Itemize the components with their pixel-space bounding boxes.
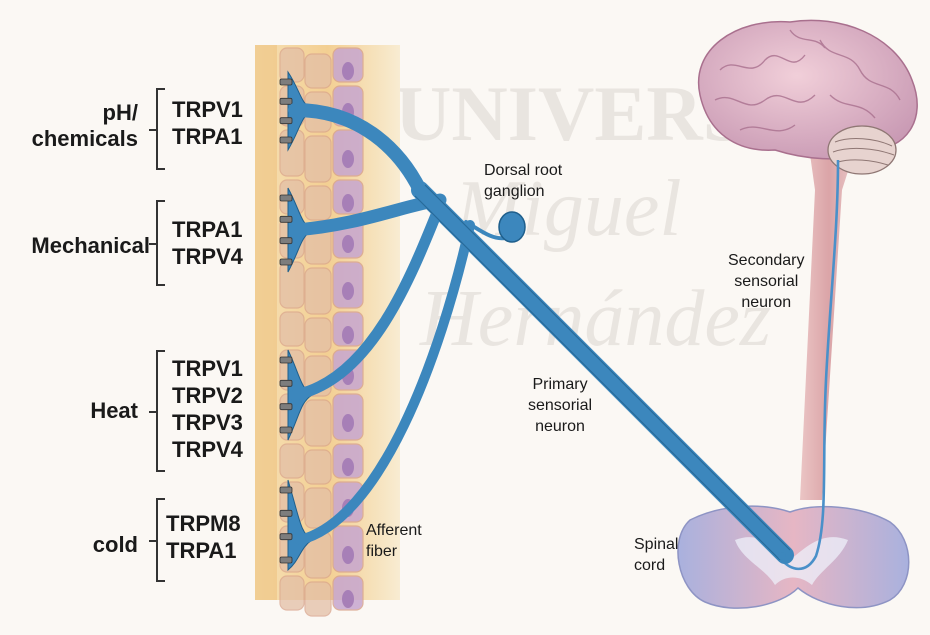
trp-channel-pore [280,487,292,493]
trp-channel-pore [280,534,292,540]
annotation-line: Spinal [634,534,678,555]
bracket [156,498,165,582]
cell-nucleus [342,282,354,300]
trp-channel-pore [280,79,292,85]
stimulus-label-chemicals: pH/chemicals [20,100,138,152]
channel-label: TRPA1 [166,537,241,564]
channel-label: TRPA1 [172,123,243,150]
cell-nucleus [342,235,354,253]
annotation-line: Afferent [366,520,422,541]
skin-cell [305,318,331,352]
cell-nucleus [342,150,354,168]
cell-nucleus [342,546,354,564]
cell-nucleus [342,194,354,212]
trp-channel-pore [280,510,292,516]
annotation-line: Primary [528,374,592,395]
stimulus-label-cold: cold [40,532,138,558]
bracket [156,200,165,286]
trp-channel-pore [280,557,292,563]
cell-nucleus [342,62,354,80]
annotation-line: Secondary [728,250,805,271]
channel-label: TRPV1 [172,96,243,123]
channel-label: TRPV2 [172,382,243,409]
annotation-line: fiber [366,541,422,562]
watermark-text: Hernández [419,275,771,363]
trp-channel-pore [280,357,292,363]
annotation-line: Dorsal root [484,160,562,181]
annotation-line: ganglion [484,181,562,202]
skin-cell [305,450,331,484]
trp-channel-pore [280,216,292,222]
cell-nucleus [342,414,354,432]
bracket [156,350,165,472]
trp-channel-pore [280,259,292,265]
dorsal-root-ganglion-body [499,212,525,242]
trp-channel-pore [280,238,292,244]
skin-cell [280,48,304,82]
skin-cell [305,582,331,616]
watermark-text: UNIVERS [395,70,746,157]
annotation-line: sensorial [728,271,805,292]
cell-nucleus [342,590,354,608]
skin-cell [305,54,331,88]
skin-cell [280,576,304,610]
skin-cell [280,312,304,346]
trp-channel-pore [280,98,292,104]
channel-label: TRPM8 [166,510,241,537]
stimulus-label-heat: Heat [40,398,138,424]
stimulus-label-mechanical: Mechanical [8,233,150,259]
bracket [156,88,165,170]
trp-channel-pore [280,118,292,124]
annotation-line: sensorial [528,395,592,416]
cell-nucleus [342,458,354,476]
label-primary-neuron: Primary sensorial neuron [528,374,592,437]
label-dorsal-root-ganglion: Dorsal root ganglion [484,160,562,202]
trp-channel-pore [280,195,292,201]
label-secondary-neuron: Secondary sensorial neuron [728,250,805,313]
label-spinal-cord: Spinal cord [634,534,678,576]
annotation-line: neuron [728,292,805,313]
skin-cell [280,262,304,308]
annotation-line: neuron [528,416,592,437]
channel-list-heat: TRPV1 TRPV2 TRPV3 TRPV4 [172,355,243,463]
label-afferent-fiber: Afferent fiber [366,520,422,562]
channel-label: TRPV4 [172,243,243,270]
skin-cell [305,268,331,314]
trp-channel-pore [280,380,292,386]
trp-channel-pore [280,427,292,433]
channel-list-mechanical: TRPA1 TRPV4 [172,216,243,270]
trp-channel-pore [280,404,292,410]
channel-label: TRPV1 [172,355,243,382]
channel-label: TRPV4 [172,436,243,463]
annotation-line: cord [634,555,678,576]
channel-list-chemicals: TRPV1 TRPA1 [172,96,243,150]
skin-cell [305,136,331,182]
channel-label: TRPV3 [172,409,243,436]
skin-cell [305,186,331,220]
trp-channel-pore [280,137,292,143]
skin-cell [280,444,304,478]
channel-list-cold: TRPM8 TRPA1 [166,510,241,564]
cell-nucleus [342,326,354,344]
skin-cell [305,400,331,446]
channel-label: TRPA1 [172,216,243,243]
